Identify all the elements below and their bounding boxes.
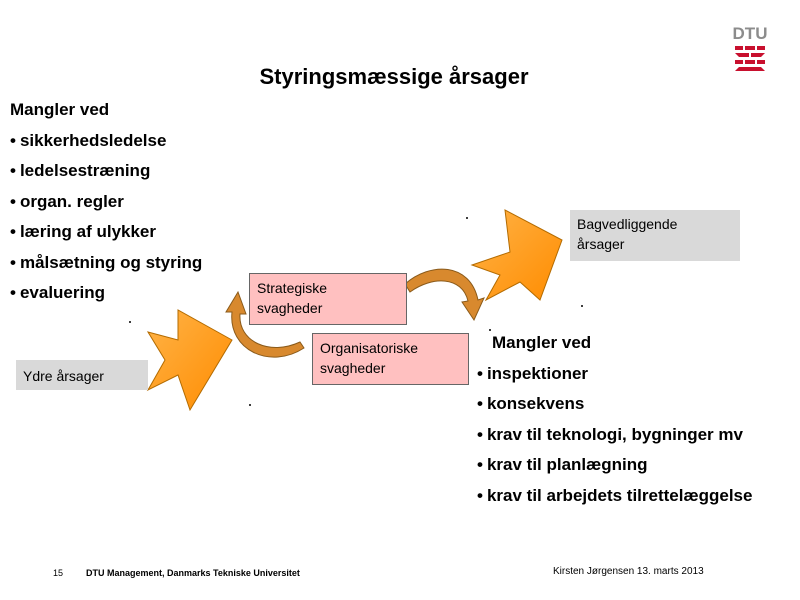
strategic-box-line2: svagheder — [257, 300, 323, 316]
left-list-item: evaluering — [10, 278, 202, 309]
curved-arrow-strategic-to-organisational — [404, 268, 485, 322]
left-list-item: læring af ulykker — [10, 217, 202, 248]
underlying-box-line1: Bagvedliggende — [577, 216, 678, 232]
outer-causes-box: Ydre årsager — [16, 360, 148, 390]
footer-page-number: 15 — [53, 568, 64, 578]
right-deficiency-list: Mangler ved inspektioner konsekvens krav… — [477, 328, 753, 512]
right-list-item: krav til arbejdets tilrettelæggelse — [477, 481, 753, 512]
curved-arrow-organisational-to-strategic — [225, 290, 305, 358]
left-list-item: sikkerhedsledelse — [10, 126, 202, 157]
left-list-item: ledelsestræning — [10, 156, 202, 187]
right-list-item: inspektioner — [477, 359, 752, 390]
right-list-item: krav til planlægning — [477, 450, 752, 481]
slide-title: Styringsmæssige årsager — [259, 64, 529, 89]
strategic-box-line1: Strategiske — [257, 280, 328, 296]
arrow-left — [146, 309, 233, 412]
strategic-weaknesses-box: Strategiske svagheder — [249, 273, 407, 325]
footer-organisation: DTU Management, Danmarks Tekniske Univer… — [86, 568, 300, 578]
underlying-causes-box: Bagvedliggende årsager — [570, 210, 740, 261]
organisational-weaknesses-box: Organisatoriske svagheder — [312, 333, 469, 385]
footer-author-date: Kirsten Jørgensen 13. marts 2013 — [553, 566, 704, 577]
dtu-logo: DTU — [733, 22, 767, 72]
right-list-item: krav til teknologi, bygninger mv — [477, 420, 752, 451]
left-list-item: organ. regler — [10, 187, 202, 218]
right-list-item: konsekvens — [477, 389, 752, 420]
left-deficiency-list: Mangler ved sikkerhedsledelse ledelsestr… — [10, 95, 202, 309]
outer-causes-label: Ydre årsager — [23, 368, 104, 384]
arrow-right — [470, 209, 563, 302]
right-list-heading: Mangler ved — [492, 333, 592, 352]
left-list-heading: Mangler ved — [10, 100, 110, 119]
organisational-box-line2: svagheder — [320, 360, 386, 376]
underlying-box-line2: årsager — [577, 236, 625, 252]
organisational-box-line1: Organisatoriske — [320, 340, 419, 356]
left-list-item: målsætning og styring — [10, 248, 202, 279]
logo-text: DTU — [733, 24, 767, 43]
